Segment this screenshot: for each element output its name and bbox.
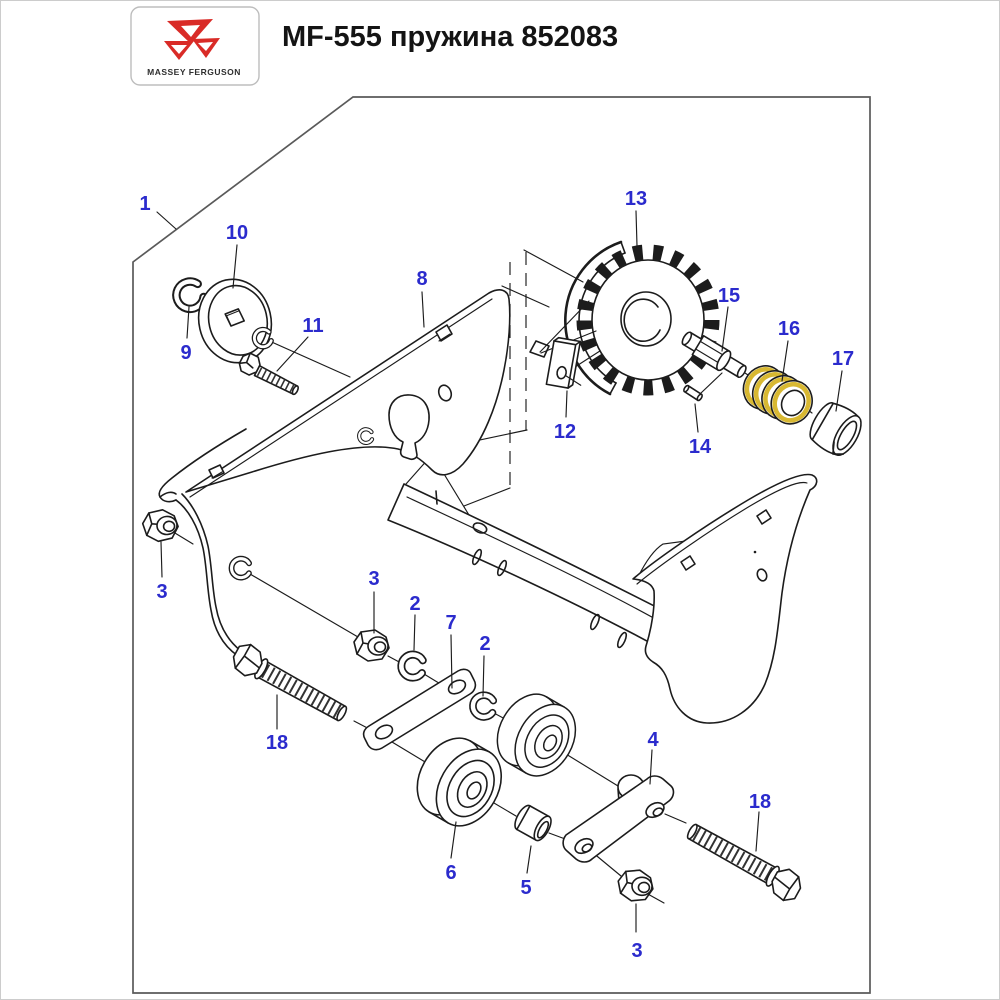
part-label-11: 11 — [302, 315, 323, 337]
part-label-8: 8 — [416, 268, 427, 290]
brand-name: MASSEY FERGUSON — [147, 67, 241, 77]
brand-logo: MASSEY FERGUSON — [130, 6, 260, 86]
part-label-12: 12 — [554, 421, 576, 443]
part-label-3-left: 3 — [156, 581, 167, 603]
part-17-cap-drawing — [809, 402, 862, 456]
logo-box — [130, 6, 260, 86]
part-13-sprocket-drawing — [529, 240, 720, 396]
part-label-5: 5 — [520, 877, 531, 899]
part-7-link-plate-drawing — [362, 668, 477, 751]
part-2-washer-a-drawing — [399, 652, 426, 680]
part-label-4: 4 — [647, 729, 659, 751]
part-label-2-a: 2 — [409, 593, 420, 615]
part-18-bolt-left-drawing — [228, 640, 352, 727]
part-14-pin-drawing — [683, 384, 703, 402]
part-label-2-b: 2 — [479, 633, 490, 655]
part-5-spacer-drawing — [514, 804, 552, 842]
part-labels: 1 10 9 11 8 13 12 14 15 16 17 3 3 2 7 2 … — [139, 188, 854, 962]
frame-weldment-drawing — [158, 428, 818, 724]
part-label-18-right: 18 — [749, 791, 771, 813]
part-label-10: 10 — [226, 222, 248, 244]
part-label-1: 1 — [139, 193, 150, 215]
part-3-nut-left-drawing — [140, 507, 181, 544]
part-label-6: 6 — [445, 862, 456, 884]
diagram-border-frame — [132, 96, 871, 994]
part-label-3-bottom: 3 — [631, 940, 642, 962]
label-leader-lines — [156, 210, 843, 933]
right-side-panel — [632, 473, 818, 724]
part-12-guide-block-drawing — [545, 336, 582, 389]
part-label-14: 14 — [689, 436, 712, 458]
part-label-3-middle: 3 — [368, 568, 379, 590]
part-label-9: 9 — [180, 342, 191, 364]
part-8-side-plate-drawing — [185, 289, 511, 498]
page-title: MF-555 пружина 852083 — [282, 21, 618, 53]
blade-bar — [387, 483, 677, 655]
part-10-washer-drawing — [197, 278, 273, 364]
massey-ferguson-triple-triangle-icon — [164, 19, 220, 60]
part-15-adjuster-drawing — [681, 331, 747, 379]
part-18-bolt-right-drawing — [682, 818, 806, 905]
part-label-17: 17 — [832, 348, 854, 370]
part-label-15: 15 — [718, 285, 740, 307]
part-11-bolt-drawing — [238, 352, 299, 396]
part-3-nut-middle-drawing — [353, 629, 390, 662]
part-2-washer-b-drawing — [470, 693, 496, 720]
part-16-spring-drawing — [742, 365, 813, 425]
snap-ring-mid-drawing — [231, 558, 250, 578]
part-label-7: 7 — [445, 612, 456, 634]
part-label-13: 13 — [625, 188, 647, 210]
part-4-anchor-plate-drawing — [562, 774, 675, 863]
part-label-16: 16 — [778, 318, 800, 340]
part-3-nut-bottom-drawing — [616, 868, 655, 903]
part-label-18-left: 18 — [266, 732, 288, 754]
